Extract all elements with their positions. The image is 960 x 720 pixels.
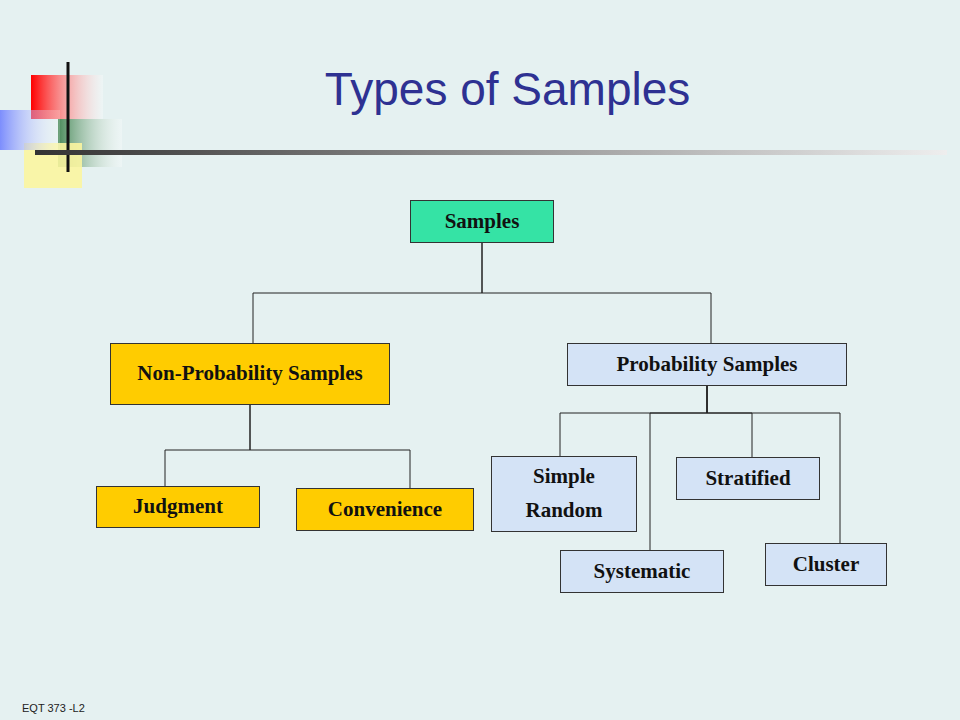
category-box: Non-Probability Samples [110, 343, 390, 405]
method-box: Convenience [296, 488, 474, 531]
node-label: Systematic [594, 559, 691, 584]
tree-connector [560, 386, 707, 456]
root-box: Samples [410, 200, 554, 243]
node-label: Stratified [705, 466, 790, 491]
tree-connector [253, 243, 482, 343]
category-box: Probability Samples [567, 343, 847, 386]
tree-connector [165, 405, 250, 486]
node-label: Samples [445, 209, 520, 234]
method-box: Systematic [560, 550, 724, 593]
title-text: Types of Samples [325, 63, 691, 115]
title-rule [35, 150, 947, 155]
node-label: Non-Probability Samples [137, 361, 362, 386]
vertical-rule [67, 62, 70, 172]
tree-connector [482, 243, 711, 343]
tree-connector [707, 386, 752, 457]
node-label: Simple Random [492, 460, 636, 527]
method-box: Simple Random [491, 456, 637, 532]
method-box: Stratified [676, 457, 820, 500]
method-box: Cluster [765, 543, 887, 586]
tree-connector [250, 405, 410, 488]
slide-title: Types of Samples [0, 62, 960, 116]
node-label: Convenience [328, 497, 442, 522]
node-label: Cluster [793, 552, 860, 577]
node-label: Judgment [133, 494, 223, 519]
blue-square [0, 110, 60, 150]
node-label: Probability Samples [616, 352, 797, 377]
method-box: Judgment [96, 486, 260, 528]
footer-label: EQT 373 -L2 [22, 702, 85, 714]
